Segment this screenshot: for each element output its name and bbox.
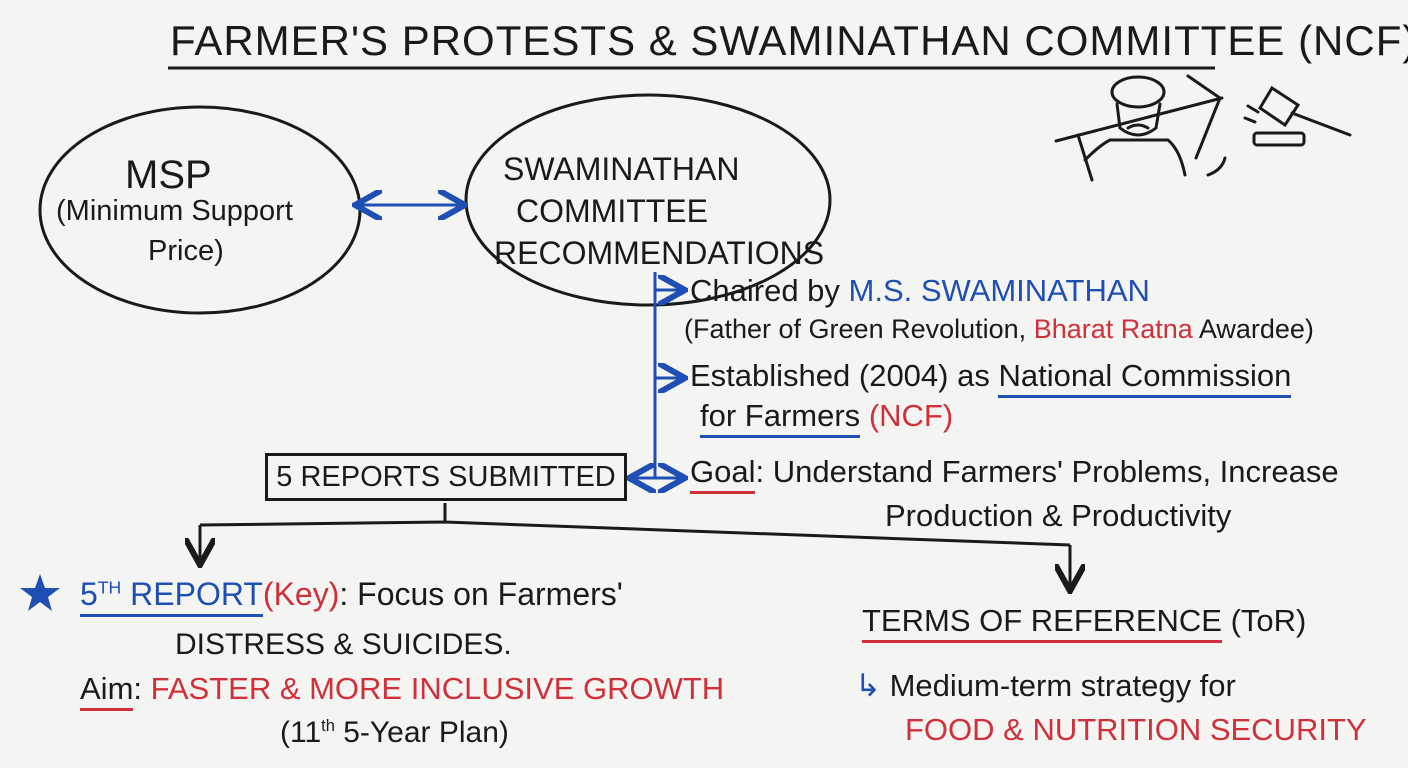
tor-strategy: ↳ Medium-term strategy for [855,670,1236,701]
plan-sup: th [321,717,335,735]
goal-text2: Production & Productivity [885,498,1232,533]
aim-text: FASTER & MORE INCLUSIVE GROWTH [150,671,725,706]
msp-heading: MSP [125,153,212,197]
goal-label: Goal [690,454,756,494]
commission-name-a: National Commission [998,358,1292,398]
reports-submitted-box: 5 REPORTS SUBMITTED [265,453,627,501]
msp-line2: Price) [148,235,224,267]
plan-b: 5-Year Plan) [334,716,509,749]
commission-name-b: for Farmers [700,398,861,438]
bharat-ratna: Bharat Ratna [1033,314,1193,344]
aim-line: Aim: FASTER & MORE INCLUSIVE GROWTH [80,671,725,711]
farmer-illustration [1054,74,1227,182]
fifth-sup: TH [97,577,122,598]
committee-line1: SWAMINATHAN [503,151,740,187]
fifth-report-line: 5TH REPORT(Key): Focus on Farmers' [80,576,623,617]
committee-line3: RECOMMENDATIONS [494,235,825,271]
focus-text: : Focus on Farmers' [339,576,623,612]
plan-line: (11th 5-Year Plan) [280,718,509,748]
key-label: (Key) [262,576,340,612]
chaired-note: (Father of Green Revolution, Bharat Ratn… [684,316,1314,343]
focus-text2: DISTRESS & SUICIDES. [175,628,512,661]
chaired-prefix: Chaired by [690,273,840,308]
committee-line2: COMMITTEE [516,193,708,229]
return-arrow-icon: ↳ [855,668,881,703]
chair-name: M.S. SWAMINATHAN [848,273,1150,308]
plan-a: (11 [280,716,322,749]
gavel-icon [1243,85,1352,147]
chaired-note-start: (Father of Green Revolution, [684,314,1027,344]
tor-abbr: (ToR) [1230,603,1307,638]
ncf-abbr: (NCF) [868,398,954,433]
chaired-line: Chaired by M.S. SWAMINATHAN [690,275,1150,306]
established-prefix: Established (2004) as [690,358,990,393]
star-icon [20,574,60,611]
aim-label: Aim [80,671,134,711]
goal-text1: : Understand Farmers' Problems, Increase [755,454,1339,489]
fifth-report-title: 5TH REPORT [80,576,263,617]
established-line: Established (2004) as National Commissio… [690,358,1292,398]
goal-line: Goal: Understand Farmers' Problems, Incr… [690,454,1339,494]
tor-heading: TERMS OF REFERENCE [862,603,1222,643]
established-line2: for Farmers (NCF) [700,398,954,438]
msp-line1: (Minimum Support [56,195,293,227]
reports-tree-bar [199,520,1071,547]
chaired-note-end: Awardee) [1198,314,1314,344]
fifth-word: REPORT [130,576,263,612]
tor-line2: FOOD & NUTRITION SECURITY [905,712,1367,747]
tor-line: TERMS OF REFERENCE (ToR) [862,603,1307,643]
tor-line1: Medium-term strategy for [889,668,1236,703]
page-title: FARMER'S PROTESTS & SWAMINATHAN COMMITTE… [170,17,1408,64]
fifth-num: 5 [80,576,98,612]
